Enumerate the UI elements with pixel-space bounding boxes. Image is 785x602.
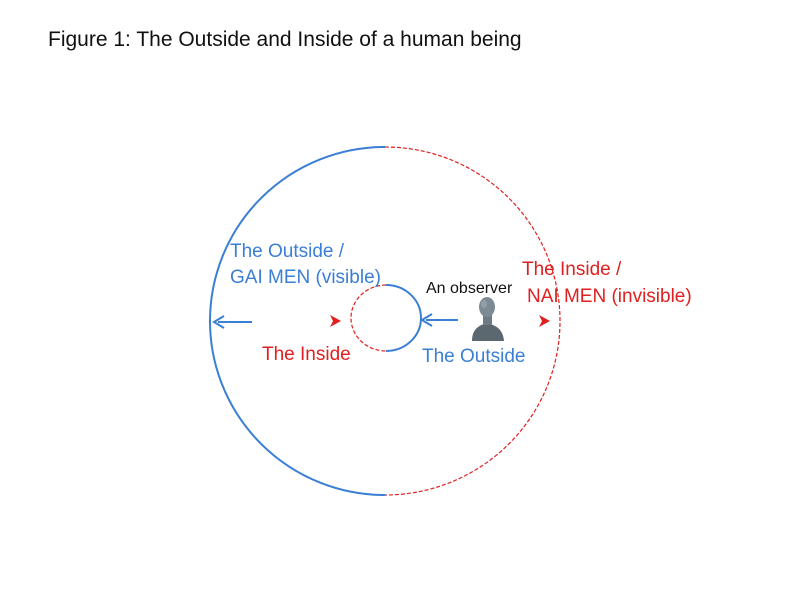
outer-circle-inside-arc [384,146,561,496]
outside-visible-label-line2: GAI MEN (visible) [230,267,381,288]
inner-circle-inside-arc [350,284,387,352]
outside-visible-label-line1: The Outside / [230,241,345,262]
arrowhead-right-icon [539,315,550,327]
outer-circle-outside-arc [209,146,386,496]
inner-circle-outside-arc [385,284,422,352]
inside-invisible-label-line2: NAI MEN (invisible) [527,286,692,307]
arrow-left-icon [420,313,458,327]
bust-figure-icon [472,297,504,341]
inside-invisible-label-line1: The Inside / [522,259,622,280]
arrowhead-right-icon [330,315,341,327]
figure-title: Figure 1: The Outside and Inside of a hu… [48,28,522,51]
inner-inside-label: The Inside [262,344,351,365]
arrow-left-icon [212,315,252,329]
observer-label: An observer [426,280,513,297]
inner-outside-label: The Outside [422,346,526,367]
